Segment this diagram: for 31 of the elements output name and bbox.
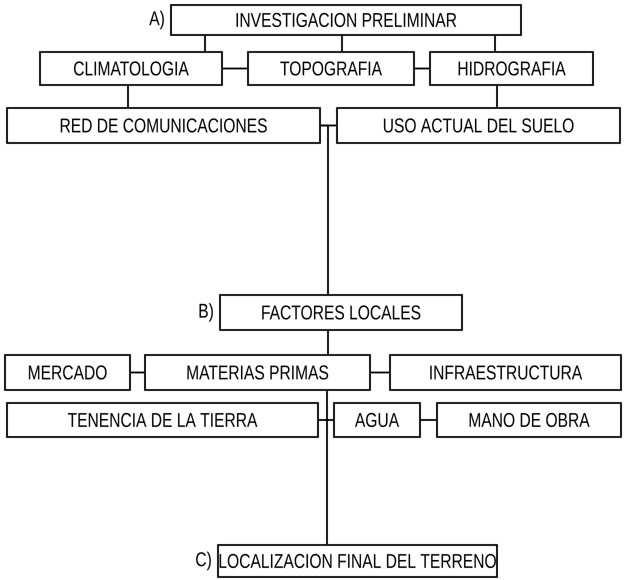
step-label: C) — [196, 552, 211, 570]
connector-line — [127, 86, 129, 108]
process-box: FACTORES LOCALES — [219, 294, 463, 331]
connector-line — [222, 68, 248, 70]
process-box: CLIMATOLOGIA — [39, 51, 223, 86]
process-box: MANO DE OBRA — [436, 402, 622, 438]
process-box: RED DE COMUNICACIONES — [6, 107, 321, 144]
process-box: TENENCIA DE LA TIERRA — [6, 402, 319, 438]
connector-line — [414, 68, 430, 70]
connector-line — [320, 124, 329, 294]
process-box: HIDROGRAFIA — [429, 51, 594, 86]
connector-line — [204, 36, 206, 52]
connector-line — [420, 419, 436, 421]
connector-line — [494, 36, 496, 52]
connector-line — [326, 390, 328, 544]
process-box: INVESTIGACION PRELIMINAR — [170, 4, 522, 36]
connector-line — [370, 372, 390, 374]
process-box: TOPOGRAFIA — [247, 51, 415, 86]
connector-line — [327, 330, 329, 354]
connector-line — [130, 372, 144, 374]
connector-line — [341, 36, 343, 52]
process-box: MATERIAS PRIMAS — [144, 354, 371, 391]
step-label: A) — [149, 10, 164, 30]
process-box: USO ACTUAL DEL SUELO — [336, 107, 621, 144]
process-box: MERCADO — [4, 354, 131, 391]
connector-line — [496, 86, 498, 108]
process-box: LOCALIZACION FINAL DEL TERRENO — [217, 544, 498, 578]
process-box: INFRAESTRUCTURA — [389, 354, 622, 391]
step-label: B) — [200, 303, 213, 322]
process-box: AGUA — [333, 402, 421, 438]
connector-line — [318, 419, 334, 421]
